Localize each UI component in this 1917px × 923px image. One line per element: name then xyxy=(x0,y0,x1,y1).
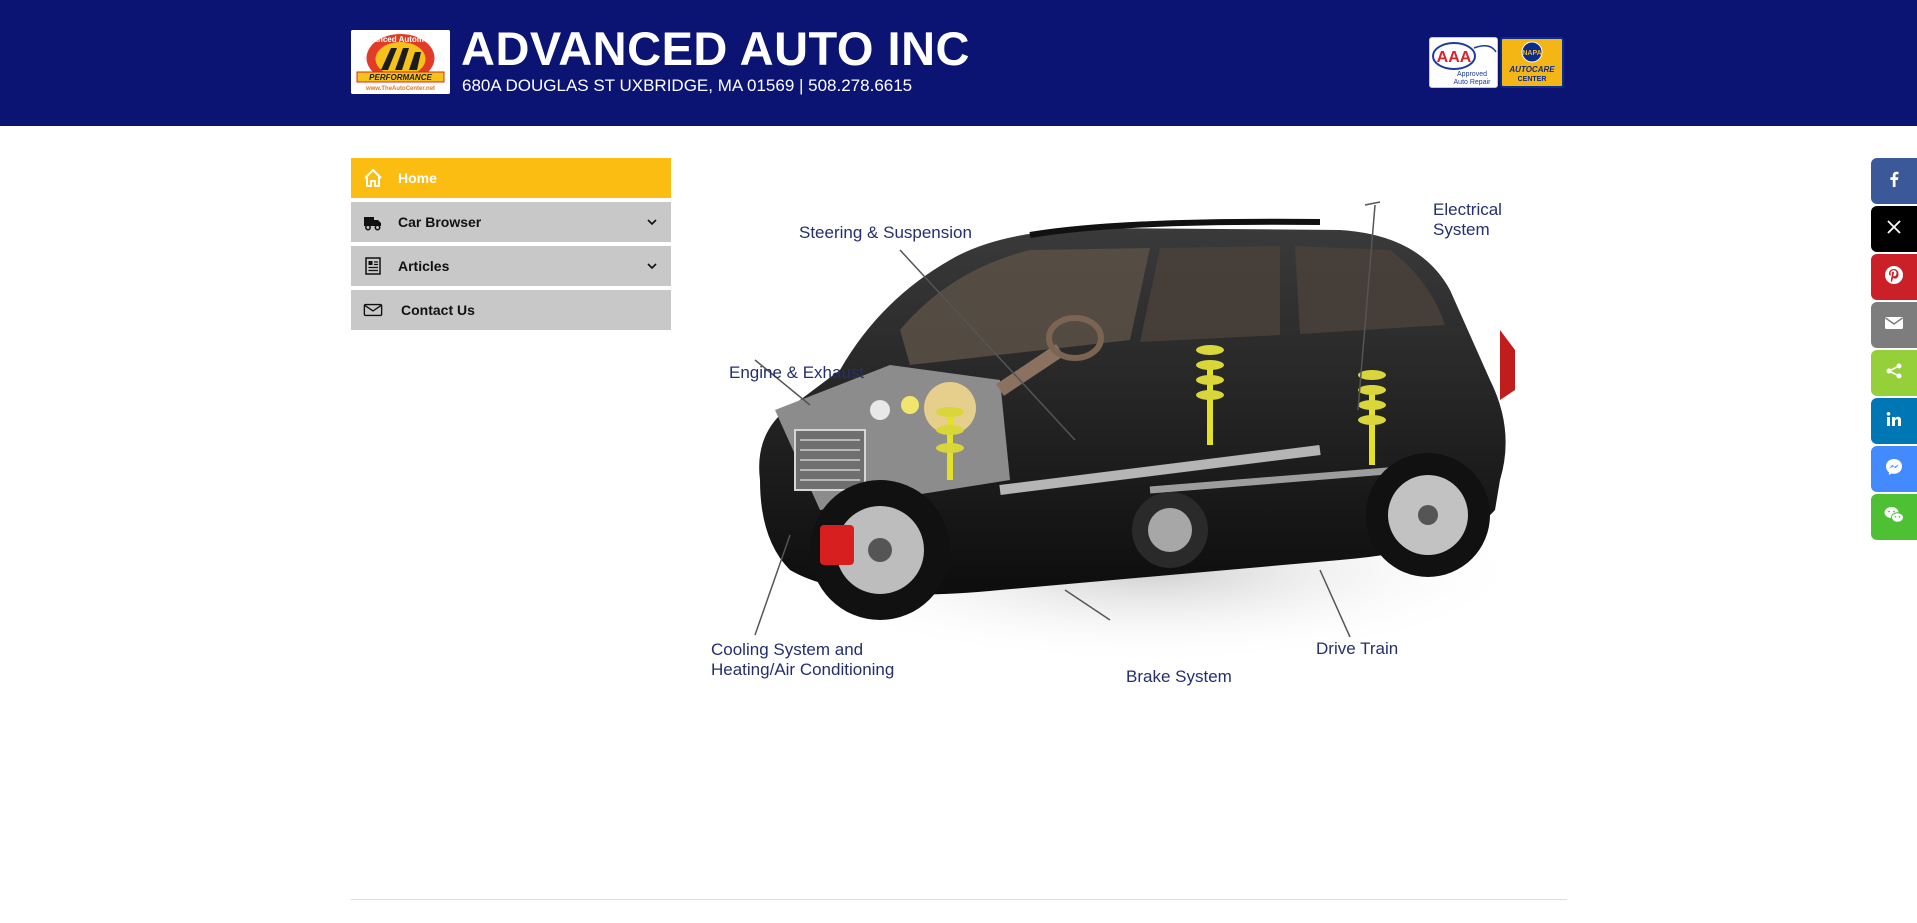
napa-mark: NAPA xyxy=(1522,50,1541,57)
napa-badge: NAPA AUTOCARE CENTER xyxy=(1500,37,1564,88)
aaa-line1: Approved xyxy=(1457,71,1487,78)
menu-item-label: Articles xyxy=(398,258,450,274)
label-electrical-line1[interactable]: Electrical xyxy=(1433,200,1502,219)
share-facebook-button[interactable] xyxy=(1871,158,1917,204)
menu-item-label: Car Browser xyxy=(398,214,482,230)
social-share-bar xyxy=(1871,158,1917,542)
facebook-icon xyxy=(1885,170,1903,193)
wechat-icon xyxy=(1883,505,1905,530)
label-cooling-line1[interactable]: Cooling System and xyxy=(711,640,863,659)
menu-item-label: Contact Us xyxy=(401,302,475,318)
menu-item-car-browser[interactable]: Car Browser xyxy=(351,202,671,242)
site-title[interactable]: ADVANCED AUTO INC xyxy=(461,22,970,75)
newspaper-icon xyxy=(363,256,383,276)
x-icon xyxy=(1886,219,1902,240)
aaa-badge: AAA Approved Auto Repair xyxy=(1429,37,1498,88)
share-x-button[interactable] xyxy=(1871,206,1917,252)
footer-divider xyxy=(351,899,1567,900)
envelope-icon xyxy=(363,300,383,320)
aaa-line2: Auto Repair xyxy=(1454,79,1492,86)
label-drive-train[interactable]: Drive Train xyxy=(1316,639,1398,658)
logo-arc-text: Advanced Automotive xyxy=(358,35,443,44)
label-cooling-line2[interactable]: Heating/Air Conditioning xyxy=(711,660,894,679)
truck-icon xyxy=(363,212,383,232)
site-header: Advanced Automotive PERFORMANCE www.TheA… xyxy=(0,0,1917,126)
share-linkedin-button[interactable] xyxy=(1871,398,1917,444)
logo-url-text: www.TheAutoCenter.net xyxy=(365,86,435,92)
linkedin-icon xyxy=(1885,410,1903,433)
suv-illustration xyxy=(759,218,1515,620)
share-generic-button[interactable] xyxy=(1871,350,1917,396)
email-icon xyxy=(1884,315,1904,336)
main-menu: Home Car Browser Articles Contact Us xyxy=(351,158,671,334)
label-brake-system[interactable]: Brake System xyxy=(1126,667,1232,686)
chevron-down-icon[interactable] xyxy=(645,259,659,273)
leader-lines xyxy=(754,201,1381,638)
share-pinterest-button[interactable] xyxy=(1871,254,1917,300)
menu-item-contact-us[interactable]: Contact Us xyxy=(351,290,671,330)
vehicle-systems-diagram: Steering & Suspension Electrical System … xyxy=(700,150,1562,760)
share-messenger-button[interactable] xyxy=(1871,446,1917,492)
site-address: 680A DOUGLAS ST UXBRIDGE, MA 01569 | 508… xyxy=(462,76,913,95)
menu-item-label: Home xyxy=(398,170,437,186)
share-icon xyxy=(1885,362,1903,385)
pinterest-icon xyxy=(1884,265,1904,290)
label-engine-exhaust[interactable]: Engine & Exhaust xyxy=(729,363,864,382)
aaa-mark: AAA xyxy=(1437,49,1472,66)
site-logo[interactable]: Advanced Automotive PERFORMANCE www.TheA… xyxy=(351,30,450,94)
logo-banner-text: PERFORMANCE xyxy=(369,73,432,82)
menu-item-articles[interactable]: Articles xyxy=(351,246,671,286)
menu-item-home[interactable]: Home xyxy=(351,158,671,198)
chevron-down-icon[interactable] xyxy=(645,215,659,229)
label-electrical-line2[interactable]: System xyxy=(1433,220,1490,239)
certification-badges: AAA Approved Auto Repair NAPA AUTOCARE C… xyxy=(1429,37,1564,88)
share-wechat-button[interactable] xyxy=(1871,494,1917,540)
napa-line2: CENTER xyxy=(1518,76,1547,83)
share-email-button[interactable] xyxy=(1871,302,1917,348)
napa-line1: AUTOCARE xyxy=(1508,65,1555,74)
messenger-icon xyxy=(1884,457,1904,482)
label-steering-suspension[interactable]: Steering & Suspension xyxy=(799,223,972,242)
home-icon xyxy=(363,168,383,188)
